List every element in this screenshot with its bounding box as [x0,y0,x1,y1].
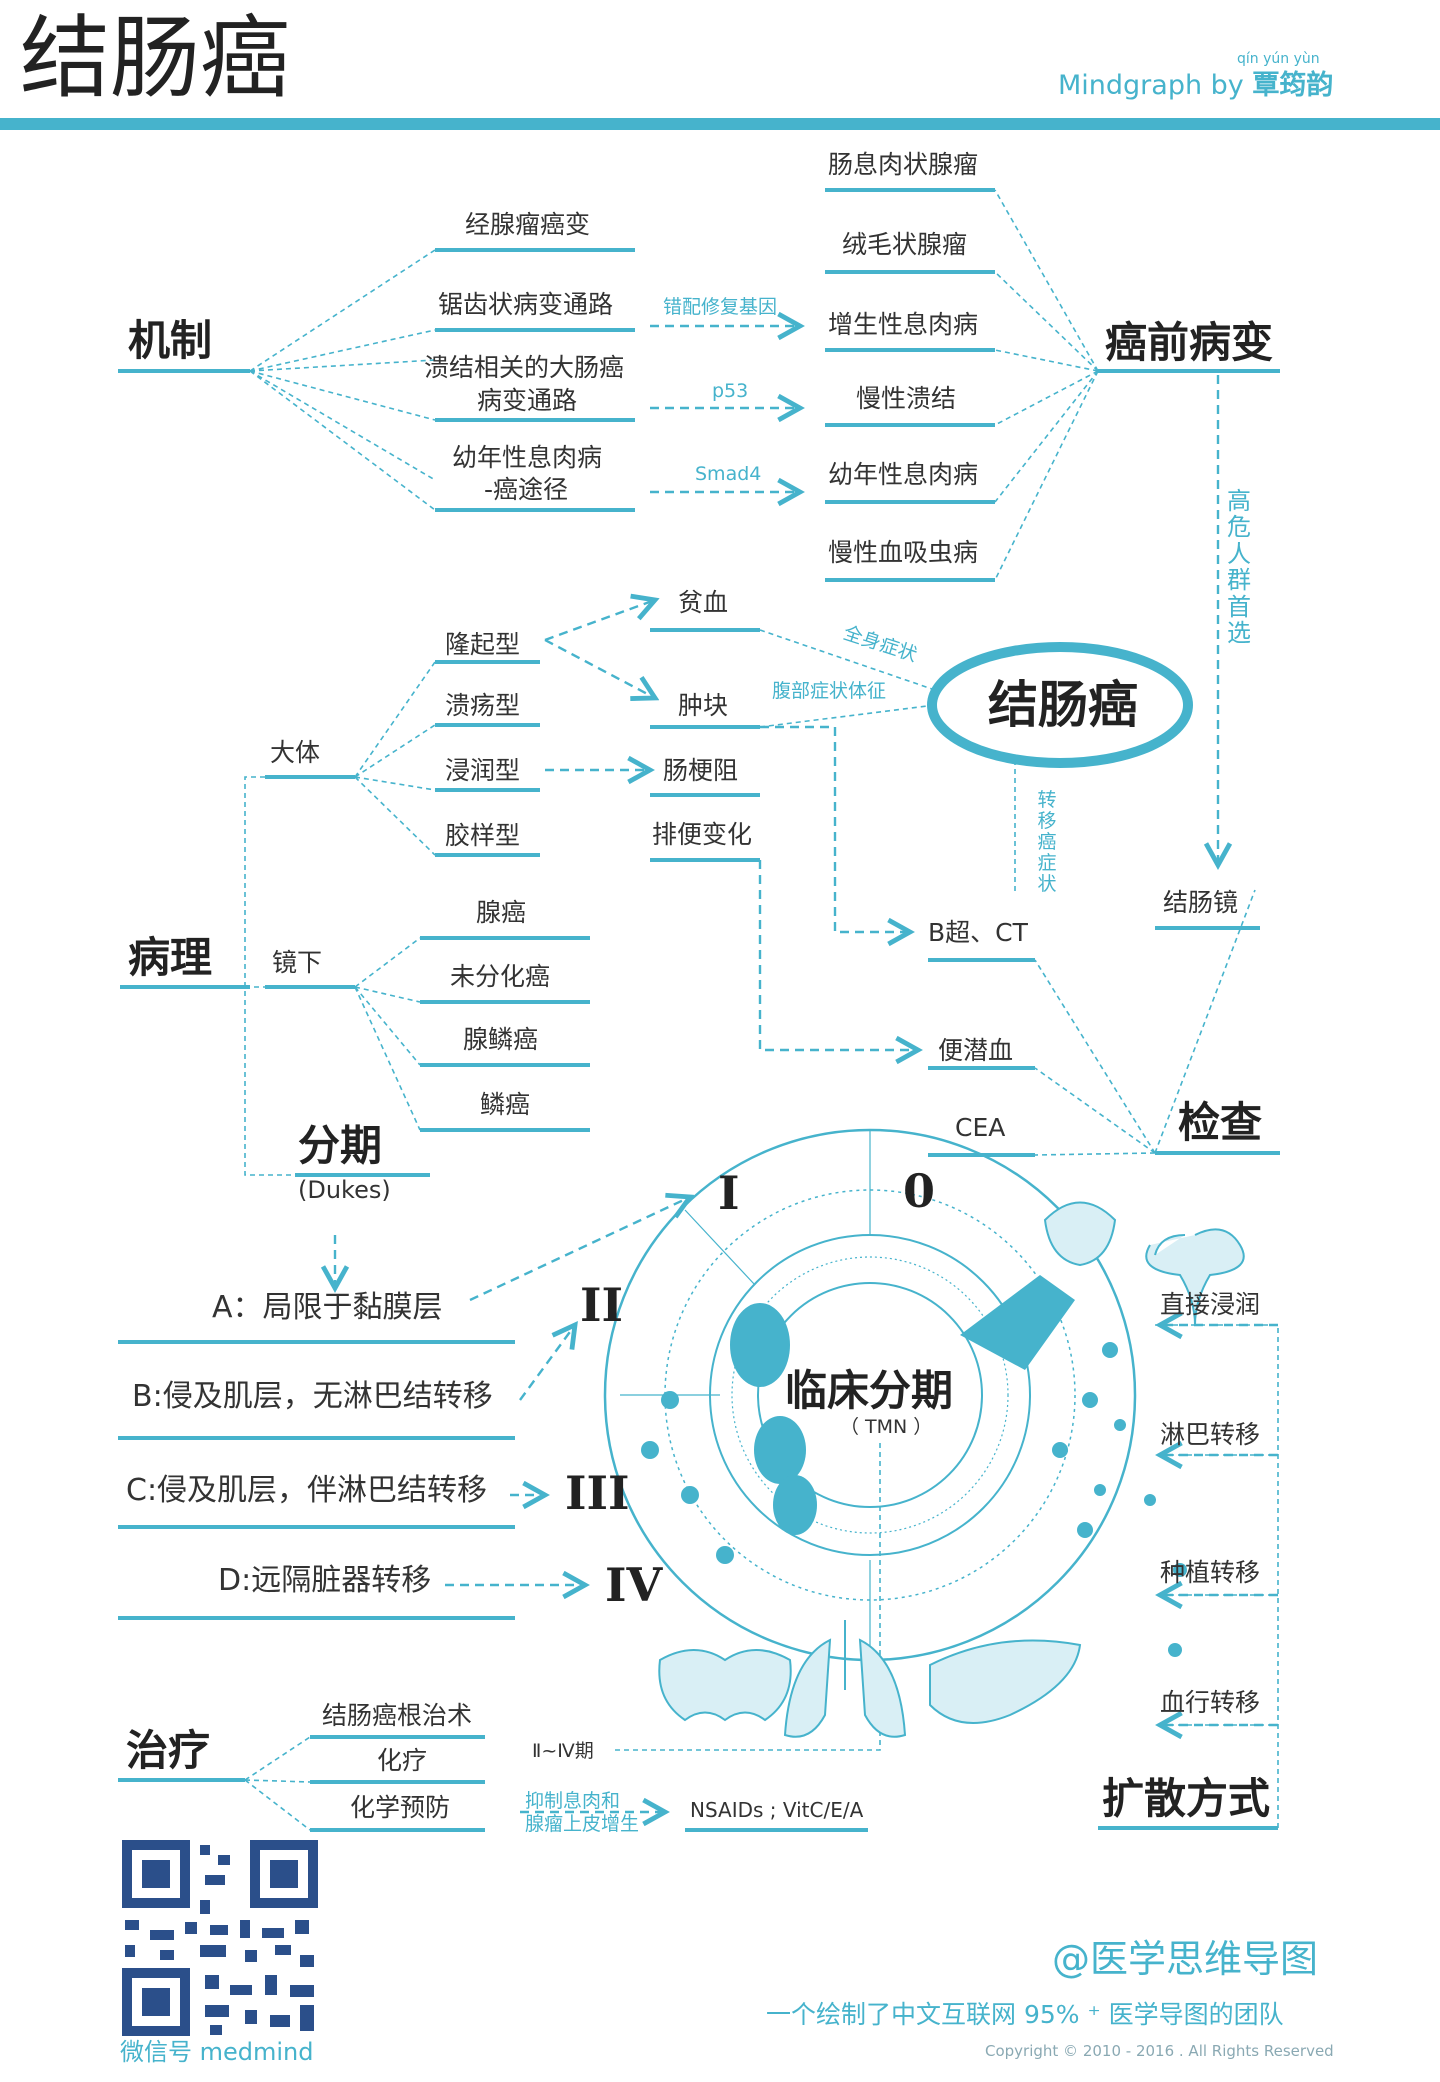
bladder-icon [1045,1203,1115,1266]
precancer-item: 绒毛状腺瘤 [842,232,967,257]
abdominal-signs-label: 腹部症状体征 [772,682,886,701]
treatment-item: 结肠癌根治术 [322,1703,472,1728]
spread-item: 淋巴转移 [1160,1422,1260,1447]
prevention-note-1: 抑制息肉和 [525,1792,620,1811]
staging-sub: (Dukes) [298,1178,391,1202]
gross-type: 隆起型 [445,632,520,657]
mechanism-arrow-label: 错配修复基因 [663,298,777,317]
high-risk-note: 高危人群首选 [1226,488,1252,646]
center-title: 结肠癌 [988,680,1138,730]
footer-copyright: Copyright © 2010 - 2016 . All Rights Res… [985,2044,1334,2059]
mechanism-item: 病变通路 [477,388,577,413]
footer-brand: @医学思维导图 [1052,1940,1318,1978]
micro-type: 未分化癌 [450,964,550,989]
treatment-item: 化疗 [377,1748,427,1773]
clinical-stage-sub: （ TMN ） [840,1418,932,1437]
gross-type: 胶样型 [445,823,520,848]
micro-label: 镜下 [272,950,322,975]
micro-type: 鳞癌 [480,1092,530,1117]
wechat-id: 微信号 medmind [120,2040,314,2064]
gross-type: 浸润型 [445,758,520,783]
credit-prefix: Mindgraph by [1058,70,1252,101]
precancer-item: 增生性息肉病 [828,312,978,337]
mechanism-item: 溃结相关的大肠癌 [424,355,624,380]
page-title: 结肠癌 [20,14,290,104]
exam-heading: 检查 [1178,1102,1262,1144]
mechanism-arrow-label: p53 [712,382,748,401]
micro-type: 腺癌 [476,900,526,925]
clinical-stage-title: 临床分期 [785,1370,953,1412]
metastasis-symptoms-note: 转移癌症状 [1036,790,1058,894]
stage-roman-1: I [718,1170,740,1216]
precancer-item: 慢性血吸虫病 [828,540,978,565]
credit-line: Mindgraph by 覃筠韵 [1058,72,1333,99]
treatment-heading: 治疗 [126,1730,210,1772]
symptom-item: 排便变化 [652,822,752,847]
precancer-item: 肠息肉状腺瘤 [828,152,978,177]
precancer-item: 慢性溃结 [856,386,956,411]
staging-heading: 分期 [298,1125,382,1167]
stage-zero: 0 [903,1168,935,1214]
mechanism-item: 幼年性息肉病 [452,445,602,470]
lungs-icon [785,1620,905,1737]
exam-item: CEA [955,1115,1005,1140]
gross-label: 大体 [270,740,320,765]
mechanism-arrow-label: Smad4 [695,465,761,484]
symptom-item: 贫血 [678,590,728,615]
qr-code [122,1840,318,2036]
stage-roman-4: IV [605,1562,662,1608]
stage-roman-2: II [580,1282,623,1328]
pinyin-note: qín yún yùn [1237,52,1320,66]
stage-item: C:侵及肌层，伴淋巴结转移 [126,1476,487,1506]
micro-type: 腺鳞癌 [463,1027,538,1052]
footer-slogan: 一个绘制了中文互联网 95% ⁺ 医学导图的团队 [766,2002,1284,2027]
spread-item: 种植转移 [1160,1560,1260,1585]
mechanism-item: 锯齿状病变通路 [438,292,613,317]
pelvis-icon [659,1650,790,1720]
exam-item: 便潜血 [938,1038,1013,1063]
spread-item: 血行转移 [1160,1690,1260,1715]
stage-range-note: Ⅱ~Ⅳ期 [532,1742,594,1761]
stage-item: B:侵及肌层，无淋巴结转移 [132,1382,493,1412]
spread-heading: 扩散方式 [1102,1778,1270,1820]
gross-type: 溃疡型 [445,693,520,718]
pathology-heading: 病理 [128,937,212,979]
precancer-heading: 癌前病变 [1105,322,1273,364]
symptom-item: 肠梗阻 [663,758,738,783]
treatment-item: 化学预防 [350,1795,450,1820]
mechanism-item: 经腺瘤癌变 [465,212,590,237]
symptom-item: 肿块 [678,693,728,718]
exam-item: 结肠镜 [1163,890,1238,915]
mechanism-item: -癌途径 [484,477,568,502]
stage-item: A：局限于黏膜层 [212,1293,443,1323]
stage-item: D:远隔脏器转移 [218,1566,431,1596]
mechanism-heading: 机制 [128,320,212,362]
liver-icon [930,1641,1080,1724]
credit-name: 覃筠韵 [1252,70,1333,101]
exam-item: B超、CT [928,920,1028,945]
stage-roman-3: III [565,1470,630,1516]
precancer-item: 幼年性息肉病 [828,462,978,487]
spread-item: 直接浸润 [1160,1292,1260,1317]
prevention-note-2: 腺瘤上皮增生 [525,1815,639,1834]
prevention-drugs: NSAIDs ; VitC/E/A [690,1800,863,1820]
